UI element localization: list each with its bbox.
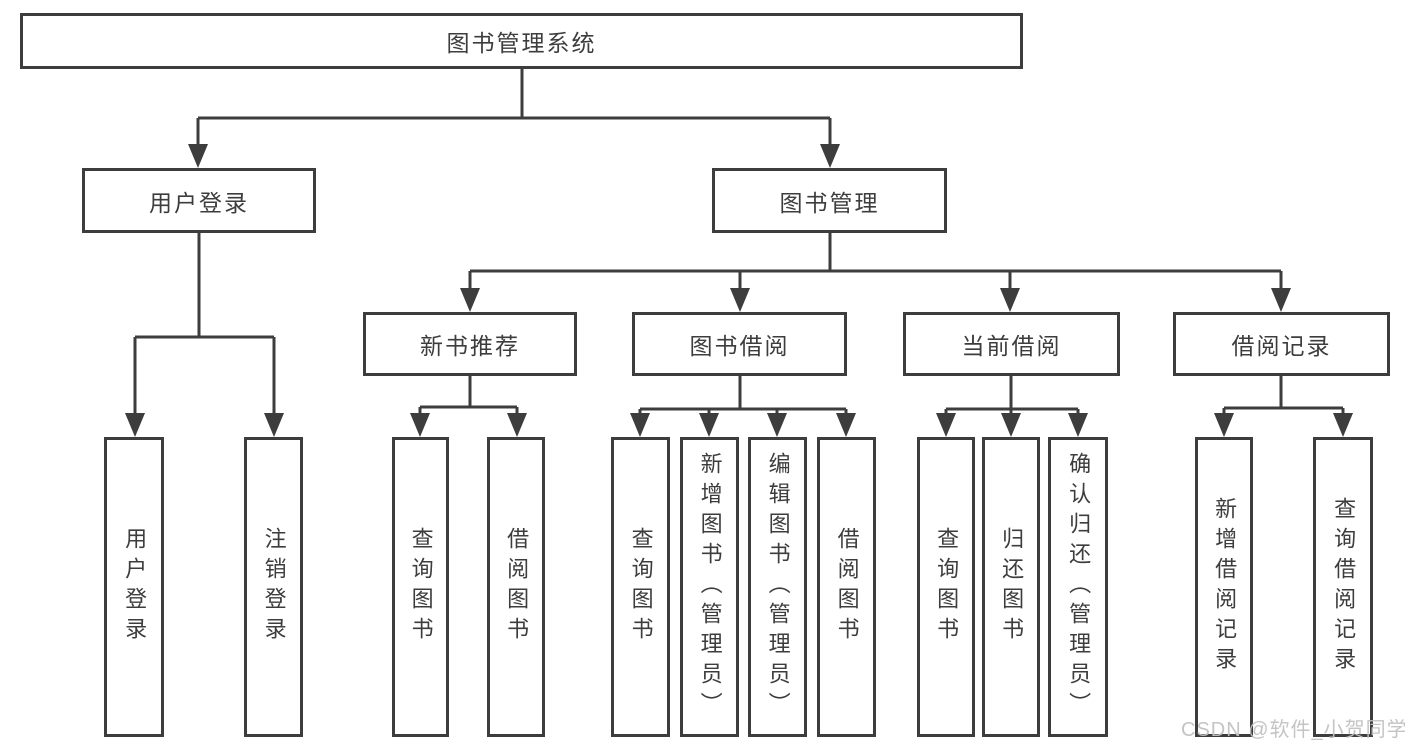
leaf-current-confirm-return-admin-label: 确认归还（管理员） <box>1066 452 1092 722</box>
leaf-records-query-record: 查询借阅记录 <box>1313 437 1373 737</box>
leaf-records-add-record-label: 新增借阅记录 <box>1212 497 1238 677</box>
leaf-current-query-books-label: 查询图书 <box>934 527 960 647</box>
node-book-management: 图书管理 <box>712 168 947 233</box>
leaf-logout-label: 注销登录 <box>261 527 287 647</box>
leaf-current-return-books: 归还图书 <box>982 437 1040 737</box>
leaf-recommend-borrow-books: 借阅图书 <box>487 437 545 737</box>
leaf-current-query-books: 查询图书 <box>917 437 975 737</box>
leaf-borrow-edit-books-admin-label: 编辑图书（管理员） <box>765 452 791 722</box>
leaf-recommend-query-books-label: 查询图书 <box>408 527 434 647</box>
leaf-recommend-borrow-books-label: 借阅图书 <box>504 527 530 647</box>
leaf-recommend-query-books: 查询图书 <box>392 437 449 737</box>
leaf-user-login: 用户登录 <box>104 437 164 737</box>
node-book-borrow: 图书借阅 <box>632 312 847 376</box>
leaf-current-confirm-return-admin: 确认归还（管理员） <box>1048 437 1108 737</box>
leaf-user-login-label: 用户登录 <box>122 527 148 647</box>
node-new-book-recommend: 新书推荐 <box>363 312 577 376</box>
node-user-login: 用户登录 <box>82 168 316 233</box>
leaf-records-query-record-label: 查询借阅记录 <box>1331 497 1357 677</box>
node-root: 图书管理系统 <box>20 13 1023 69</box>
csdn-watermark: CSDN @软件_小贺同学 <box>1181 719 1405 741</box>
leaf-borrow-query-books-label: 查询图书 <box>628 527 654 647</box>
leaf-borrow-add-books-admin: 新增图书（管理员） <box>680 437 739 737</box>
leaf-borrow-add-books-admin-label: 新增图书（管理员） <box>697 452 723 722</box>
leaf-borrow-borrow-books: 借阅图书 <box>817 437 876 737</box>
leaf-borrow-query-books: 查询图书 <box>611 437 670 737</box>
leaf-borrow-edit-books-admin: 编辑图书（管理员） <box>748 437 807 737</box>
node-current-borrow: 当前借阅 <box>903 312 1120 376</box>
leaf-records-add-record: 新增借阅记录 <box>1195 437 1253 737</box>
leaf-borrow-borrow-books-label: 借阅图书 <box>834 527 860 647</box>
node-borrow-records: 借阅记录 <box>1173 312 1390 376</box>
leaf-current-return-books-label: 归还图书 <box>999 527 1025 647</box>
leaf-logout: 注销登录 <box>244 437 303 737</box>
